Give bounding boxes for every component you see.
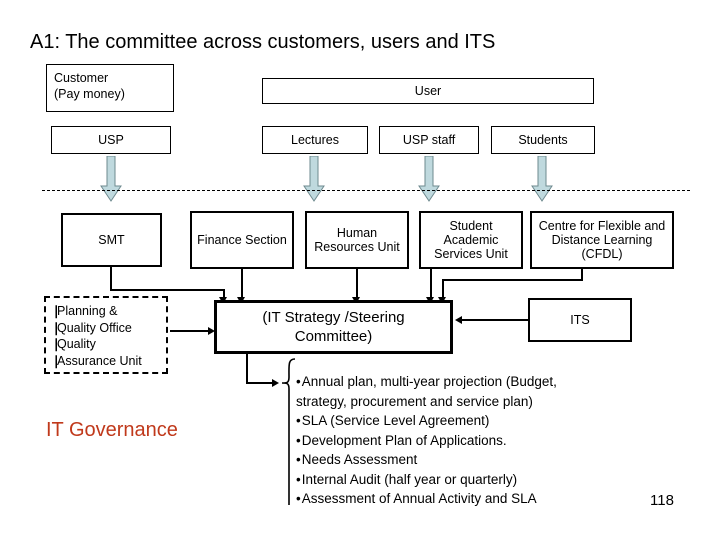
it-strategy-committee-box: (IT Strategy /Steering Committee) <box>214 300 453 354</box>
bullet-text-3: Development Plan of Applications. <box>301 432 507 448</box>
bullet-text-2: SLA (Service Level Agreement) <box>301 413 490 428</box>
customer-line-2: (Pay money) <box>54 87 125 101</box>
usp-box: USP <box>51 126 171 154</box>
connector-committee-outputs-vertical <box>246 354 248 384</box>
cfdl-box: Centre for Flexible and Distance Learnin… <box>530 211 674 269</box>
arrowhead-its <box>455 316 462 324</box>
usp-staff-label: USP staff <box>402 133 456 147</box>
connector-smt-vertical <box>110 267 112 291</box>
bullet-dot-icon: • <box>296 452 301 467</box>
page-number: 118 <box>650 492 674 509</box>
bullet-text-6: Assessment of Annual Activity and SLA <box>301 491 537 506</box>
pqo-marker-icon: ❘ <box>51 320 62 335</box>
connector-cfdl-vertical <box>581 269 583 281</box>
its-box: ITS <box>528 298 632 342</box>
pqo-line-3: ❘Quality <box>51 336 162 353</box>
connector-hr <box>356 269 358 299</box>
connector-its-to-committee <box>462 319 530 321</box>
demand-supply-divider <box>42 190 690 191</box>
connector-pqo-to-committee <box>170 330 212 332</box>
block-arrow-lectures <box>303 156 325 202</box>
pqo-marker-icon: ❘ <box>51 353 62 368</box>
smt-box: SMT <box>61 213 162 267</box>
human-resources-box: Human Resources Unit <box>305 211 409 269</box>
smt-label: SMT <box>98 233 125 247</box>
committee-line-1: (IT Strategy /Steering <box>262 309 405 326</box>
bullet-item-2: •SLA (Service Level Agreement) <box>296 411 626 431</box>
student-academic-services-box: Student Academic Services Unit <box>419 211 523 269</box>
pqo-marker-icon: ❘ <box>51 337 62 351</box>
user-box: User <box>262 78 594 104</box>
usp-staff-box: USP staff <box>379 126 479 154</box>
bullet-dot-icon: • <box>296 432 301 448</box>
arrowhead-outputs <box>272 379 279 387</box>
committee-line-2: Committee) <box>294 328 373 345</box>
finance-section-box: Finance Section <box>190 211 294 269</box>
bullet-item-3: •Development Plan of Applications. <box>296 431 626 451</box>
finance-section-label: Finance Section <box>197 233 287 247</box>
connector-cfdl-drop <box>442 279 444 299</box>
pqo-line-1: ❘Planning & <box>51 303 162 320</box>
bullet-text-1-cont: strategy, procurement and service plan) <box>296 393 533 409</box>
bullet-dot-icon: • <box>296 491 301 506</box>
outputs-bullet-list: •Annual plan, multi-year projection (Bud… <box>296 372 626 509</box>
connector-finance <box>241 269 243 299</box>
bullet-dot-icon: • <box>296 374 301 389</box>
student-academic-services-label: Student Academic Services Unit <box>434 219 508 261</box>
pqo-line-4: ❘Assurance Unit <box>51 353 162 370</box>
bullet-item-6: •Assessment of Annual Activity and SLA <box>296 489 626 509</box>
pqo-text-3: Quality <box>57 337 96 351</box>
customer-box: Customer (Pay money) <box>46 64 174 112</box>
user-label: User <box>414 84 442 98</box>
block-arrow-usp <box>100 156 122 202</box>
block-arrow-usp-staff <box>418 156 440 202</box>
pqo-line-2: ❘Quality Office <box>51 320 162 337</box>
connector-cfdl-horizontal <box>442 279 583 281</box>
bullet-text-1: Annual plan, multi-year projection (Budg… <box>301 374 557 389</box>
arrowhead-pqo <box>208 327 215 335</box>
pqo-text-4: Assurance Unit <box>57 353 142 368</box>
cfdl-label: Centre for Flexible and Distance Learnin… <box>538 219 666 261</box>
connector-smt-drop <box>223 289 225 299</box>
customer-line-1: Customer <box>54 71 109 85</box>
pqo-text-2: Quality Office <box>57 320 132 335</box>
it-governance-label: IT Governance <box>46 419 178 441</box>
planning-quality-office-box: ❘Planning & ❘Quality Office ❘Quality ❘As… <box>44 296 168 374</box>
connector-sasu <box>430 269 432 299</box>
bullet-dot-icon: • <box>296 413 301 428</box>
usp-label: USP <box>98 133 124 147</box>
bullet-text-4: Needs Assessment <box>301 452 418 467</box>
connector-committee-outputs-horizontal <box>246 382 274 384</box>
bullet-item-4: •Needs Assessment <box>296 450 626 470</box>
bullet-text-5: Internal Audit (half year or quarterly) <box>301 471 518 487</box>
bullet-item-5: •Internal Audit (half year or quarterly) <box>296 470 626 490</box>
outputs-brace <box>279 357 297 507</box>
students-box: Students <box>491 126 595 154</box>
pqo-text-1: Planning & <box>57 304 118 318</box>
lectures-box: Lectures <box>262 126 368 154</box>
human-resources-label: Human Resources Unit <box>314 226 400 254</box>
connector-smt-horizontal <box>110 289 225 291</box>
block-arrow-students <box>531 156 553 202</box>
bullet-item-1: •Annual plan, multi-year projection (Bud… <box>296 372 626 411</box>
its-label: ITS <box>570 313 590 327</box>
page-title: A1: The committee across customers, user… <box>30 31 496 53</box>
lectures-label: Lectures <box>291 133 339 147</box>
students-label: Students <box>518 133 568 147</box>
pqo-marker-icon: ❘ <box>51 304 62 318</box>
bullet-dot-icon: • <box>296 471 301 487</box>
